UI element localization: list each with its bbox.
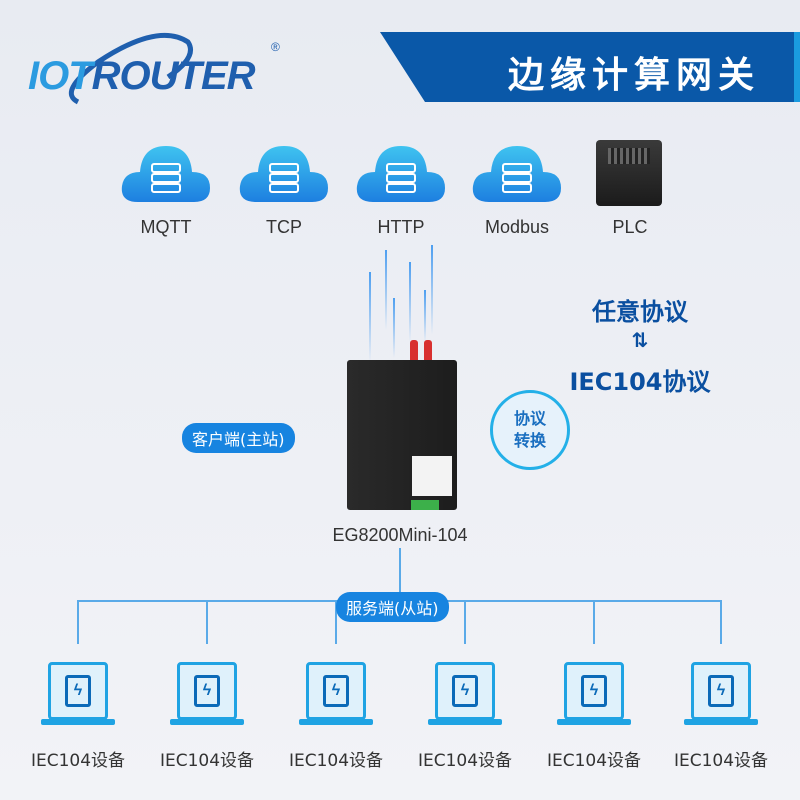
iec104-device-icon: ϟ [428, 662, 502, 725]
plc-image [596, 140, 662, 206]
connector-line [593, 600, 595, 644]
iec104-device-icon: ϟ [41, 662, 115, 725]
signal-beam [409, 262, 411, 342]
iec104-protocol-label: IEC104协议 [569, 368, 711, 396]
device-label: IEC104设备 [288, 751, 384, 771]
banner-stripe [794, 32, 800, 102]
device-label: IEC104设备 [673, 751, 769, 771]
iec104-device-icon: ϟ [299, 662, 373, 725]
antenna [424, 340, 432, 362]
signal-beam [424, 290, 426, 342]
server-slave-badge: 服务端(从站) [336, 592, 449, 622]
cloud-server-icon [121, 146, 210, 202]
any-protocol-label: 任意协议 [592, 298, 688, 326]
terminal-block [411, 500, 439, 510]
conversion-line1: 协议 [513, 409, 546, 428]
iec104-device-icon: ϟ [557, 662, 631, 725]
connector-line [206, 600, 208, 644]
connector-line [335, 600, 337, 644]
conversion-line2: 转换 [513, 431, 546, 450]
logo-swoosh-icon [68, 32, 193, 105]
registered-mark: ® [271, 40, 280, 54]
connector-line [720, 600, 722, 644]
title-banner [380, 32, 800, 102]
signal-beam [369, 272, 371, 362]
device-sticker [412, 456, 452, 496]
iec104-device-icon: ϟ [684, 662, 758, 725]
device-label: IEC104设备 [417, 751, 513, 771]
iotrouter-logo: IOTROUTER ® [28, 32, 298, 112]
logo-text: IOTROUTER [28, 54, 256, 98]
cloud-server-icon [239, 146, 328, 202]
cloud-server-icon [356, 146, 445, 202]
device-label: IEC104设备 [30, 751, 126, 771]
client-master-badge: 客户端(主站) [182, 423, 295, 453]
connector-line [464, 600, 466, 644]
service-label-plc: PLC [612, 217, 648, 237]
signal-beam [431, 245, 433, 335]
protocol-conversion-badge: 协议 转换 [490, 390, 570, 470]
page-title: 边缘计算网关 [507, 55, 760, 96]
gateway-model: EG8200Mini-104 [332, 525, 468, 545]
cloud-server-icon [472, 146, 561, 202]
connector-line [399, 548, 401, 600]
antenna [410, 340, 418, 362]
connector-line [77, 600, 79, 644]
service-label-tcp: TCP [266, 217, 302, 237]
signal-beam [393, 298, 395, 358]
service-label-http: HTTP [377, 217, 425, 237]
exchange-arrows-icon: ⇅ [631, 328, 649, 352]
device-label: IEC104设备 [159, 751, 255, 771]
device-label: IEC104设备 [546, 751, 642, 771]
iec104-device-icon: ϟ [170, 662, 244, 725]
service-label-mqtt: MQTT [140, 217, 192, 237]
service-label-modbus: Modbus [484, 217, 550, 237]
signal-beam [385, 250, 387, 330]
